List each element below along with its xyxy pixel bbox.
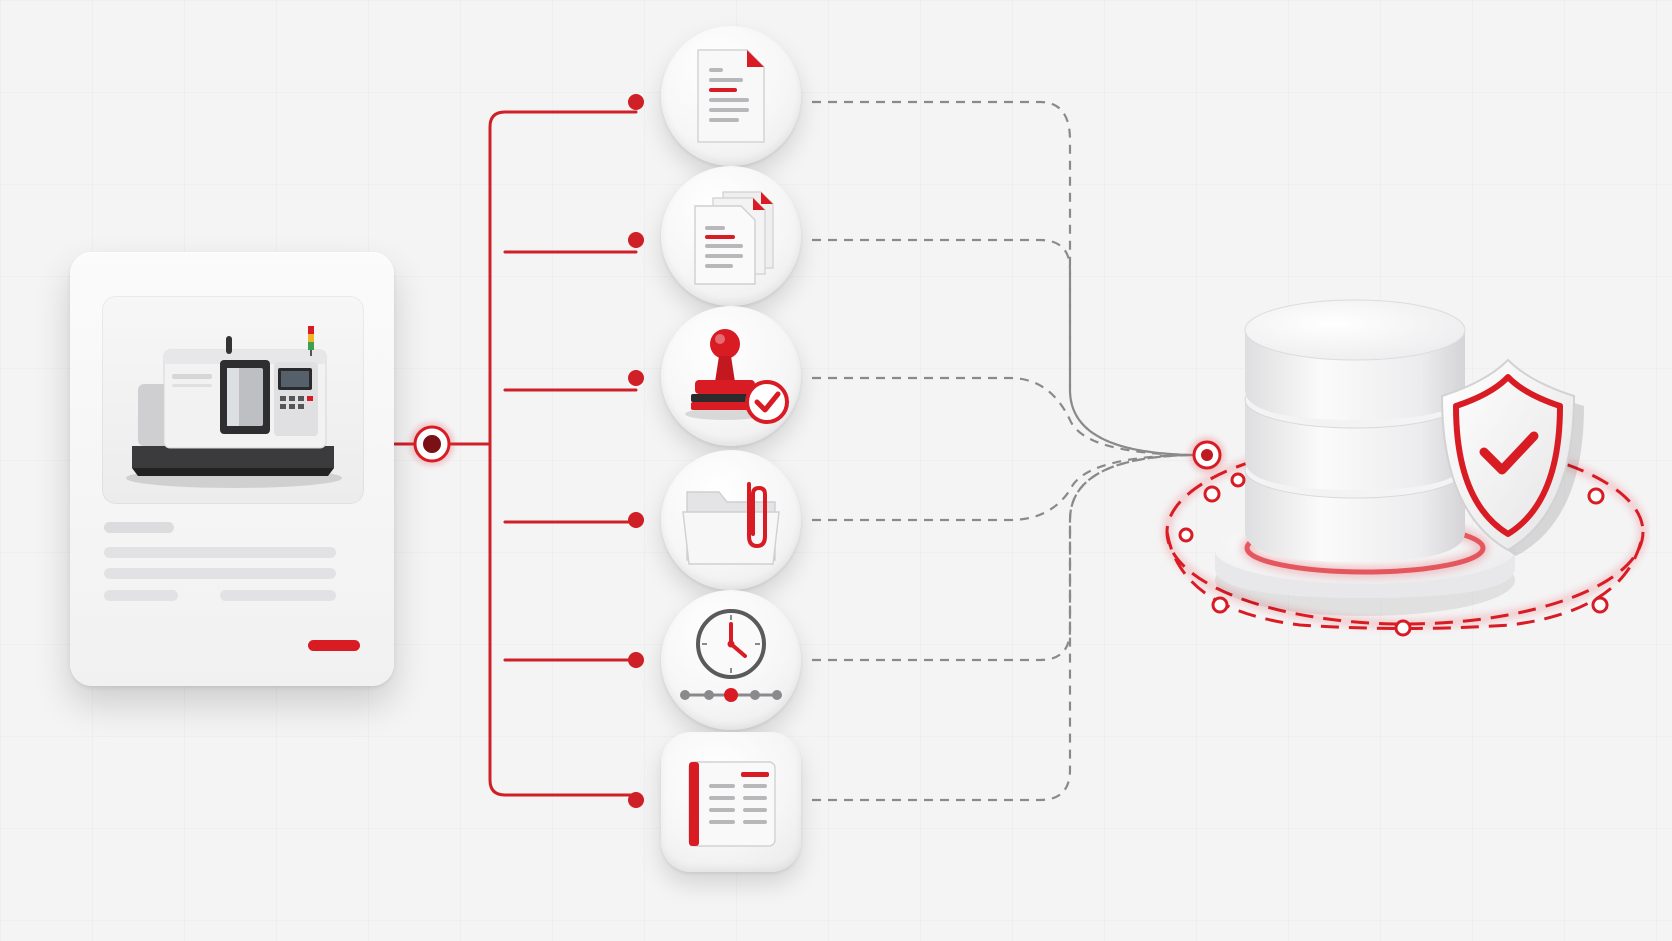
equipment-photo — [102, 296, 364, 504]
folder-node[interactable] — [661, 450, 801, 590]
equipment-card[interactable] — [70, 252, 394, 686]
secure-database[interactable] — [1150, 280, 1650, 700]
document-node[interactable] — [661, 26, 801, 166]
card-text-placeholder — [104, 547, 336, 558]
document-icon — [697, 49, 765, 143]
approval-stamp-node[interactable] — [661, 306, 801, 446]
card-text-placeholder — [104, 568, 336, 579]
folder-paperclip-icon — [682, 482, 780, 565]
target-junction — [1189, 437, 1225, 473]
record-list-node[interactable] — [661, 732, 801, 872]
secure-database-icon — [1163, 299, 1647, 637]
card-text-placeholder — [220, 590, 336, 601]
orbit-nodes — [1178, 472, 1609, 637]
document-stack-icon — [694, 191, 774, 285]
timeline-node[interactable] — [661, 590, 801, 730]
source-branch-lines — [393, 110, 638, 797]
document-stack-node[interactable] — [661, 166, 801, 306]
cnc-machine-icon — [126, 326, 342, 488]
approval-stamp-icon — [685, 329, 789, 424]
source-junction — [410, 422, 454, 466]
card-title-placeholder — [104, 522, 174, 533]
card-text-placeholder — [104, 590, 178, 601]
shield-check-icon — [1440, 358, 1584, 556]
record-list-icon — [688, 761, 776, 847]
clock-timeline-icon — [680, 609, 782, 702]
document-to-database-lines — [812, 100, 1201, 802]
branch-endpoint-dots — [628, 94, 644, 808]
card-action-button[interactable] — [308, 640, 360, 651]
